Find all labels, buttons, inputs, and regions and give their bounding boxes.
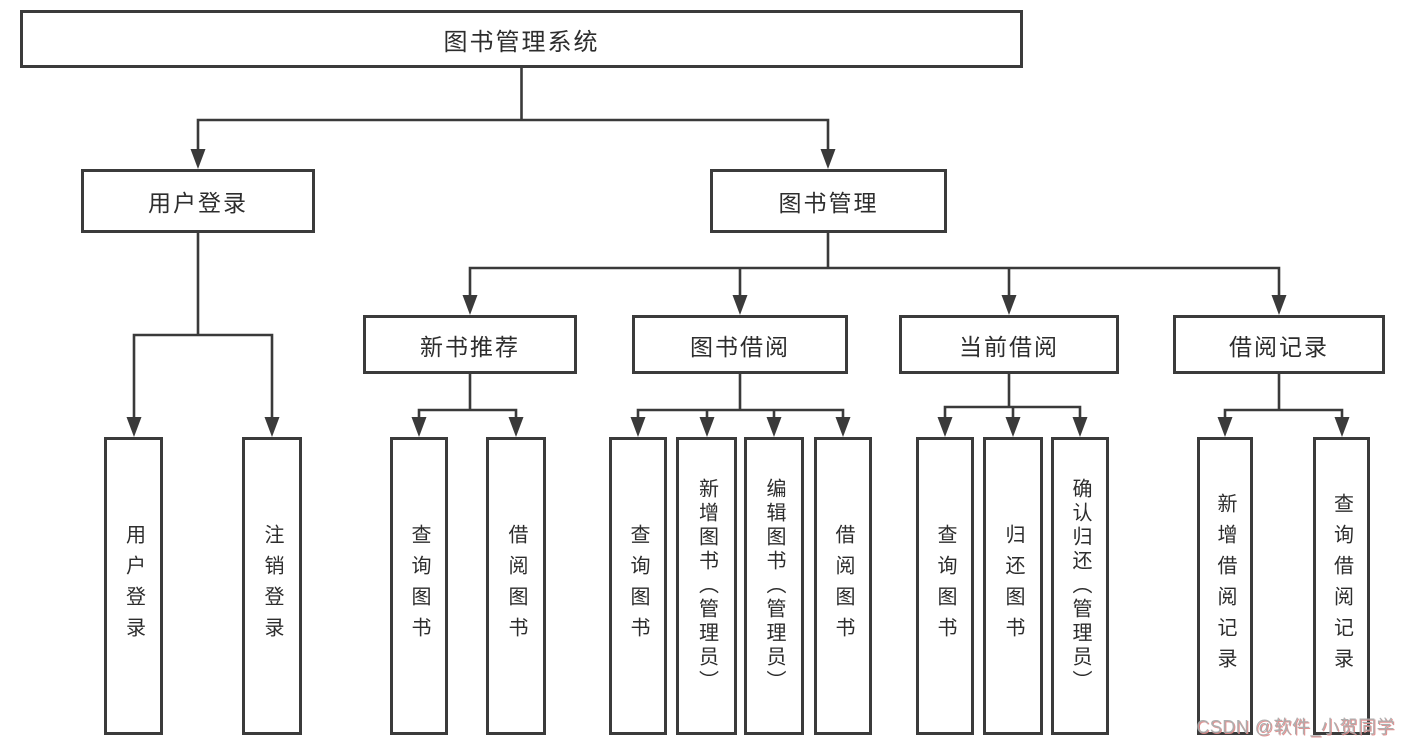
leaf-confirm-return-admin-label: 确认归还（管理员）: [1069, 478, 1091, 694]
leaf-query-books-recommend-label: 查询图书: [408, 524, 430, 648]
node-new-book-recommend: 新书推荐: [363, 315, 577, 374]
leaf-borrow-books-recommend-label: 借阅图书: [505, 524, 527, 648]
leaf-edit-books-admin-label: 编辑图书（管理员）: [763, 478, 785, 694]
leaf-user-login-label: 用户登录: [122, 524, 145, 648]
node-user-login-module: 用户登录: [81, 169, 315, 233]
leaf-query-books-borrowing-label: 查询图书: [627, 524, 649, 648]
leaf-query-borrow-record-label: 查询借阅记录: [1330, 493, 1353, 679]
leaf-return-books: 归还图书: [983, 437, 1043, 735]
node-book-management-module: 图书管理: [710, 169, 947, 233]
leaf-logout: 注销登录: [242, 437, 302, 735]
leaf-user-login: 用户登录: [104, 437, 163, 735]
leaf-logout-label: 注销登录: [261, 524, 283, 648]
leaf-add-books-admin: 新增图书（管理员）: [676, 437, 737, 735]
leaf-borrow-books: 借阅图书: [814, 437, 872, 735]
connector-strokes: [132, 67, 1344, 420]
leaf-query-borrow-record: 查询借阅记录: [1313, 437, 1370, 735]
leaf-query-books-recommend: 查询图书: [390, 437, 448, 735]
leaf-query-books-borrowing: 查询图书: [609, 437, 667, 735]
leaf-confirm-return-admin: 确认归还（管理员）: [1051, 437, 1109, 735]
leaf-return-books-label: 归还图书: [1002, 524, 1024, 648]
csdn-watermark: CSDN @软件_小贺同学: [1196, 717, 1395, 737]
leaf-query-books-current-label: 查询图书: [934, 524, 956, 648]
leaf-edit-books-admin: 编辑图书（管理员）: [744, 437, 804, 735]
leaf-add-borrow-record-label: 新增借阅记录: [1214, 493, 1236, 679]
leaf-query-books-current: 查询图书: [916, 437, 974, 735]
node-borrow-records: 借阅记录: [1173, 315, 1385, 374]
node-library-management-system: 图书管理系统: [20, 10, 1023, 68]
leaf-borrow-books-recommend: 借阅图书: [486, 437, 546, 735]
leaf-add-borrow-record: 新增借阅记录: [1197, 437, 1253, 735]
leaf-borrow-books-label: 借阅图书: [832, 524, 854, 648]
node-book-borrowing: 图书借阅: [632, 315, 848, 374]
node-current-borrowing: 当前借阅: [899, 315, 1119, 374]
leaf-add-books-admin-label: 新增图书（管理员）: [695, 478, 718, 694]
